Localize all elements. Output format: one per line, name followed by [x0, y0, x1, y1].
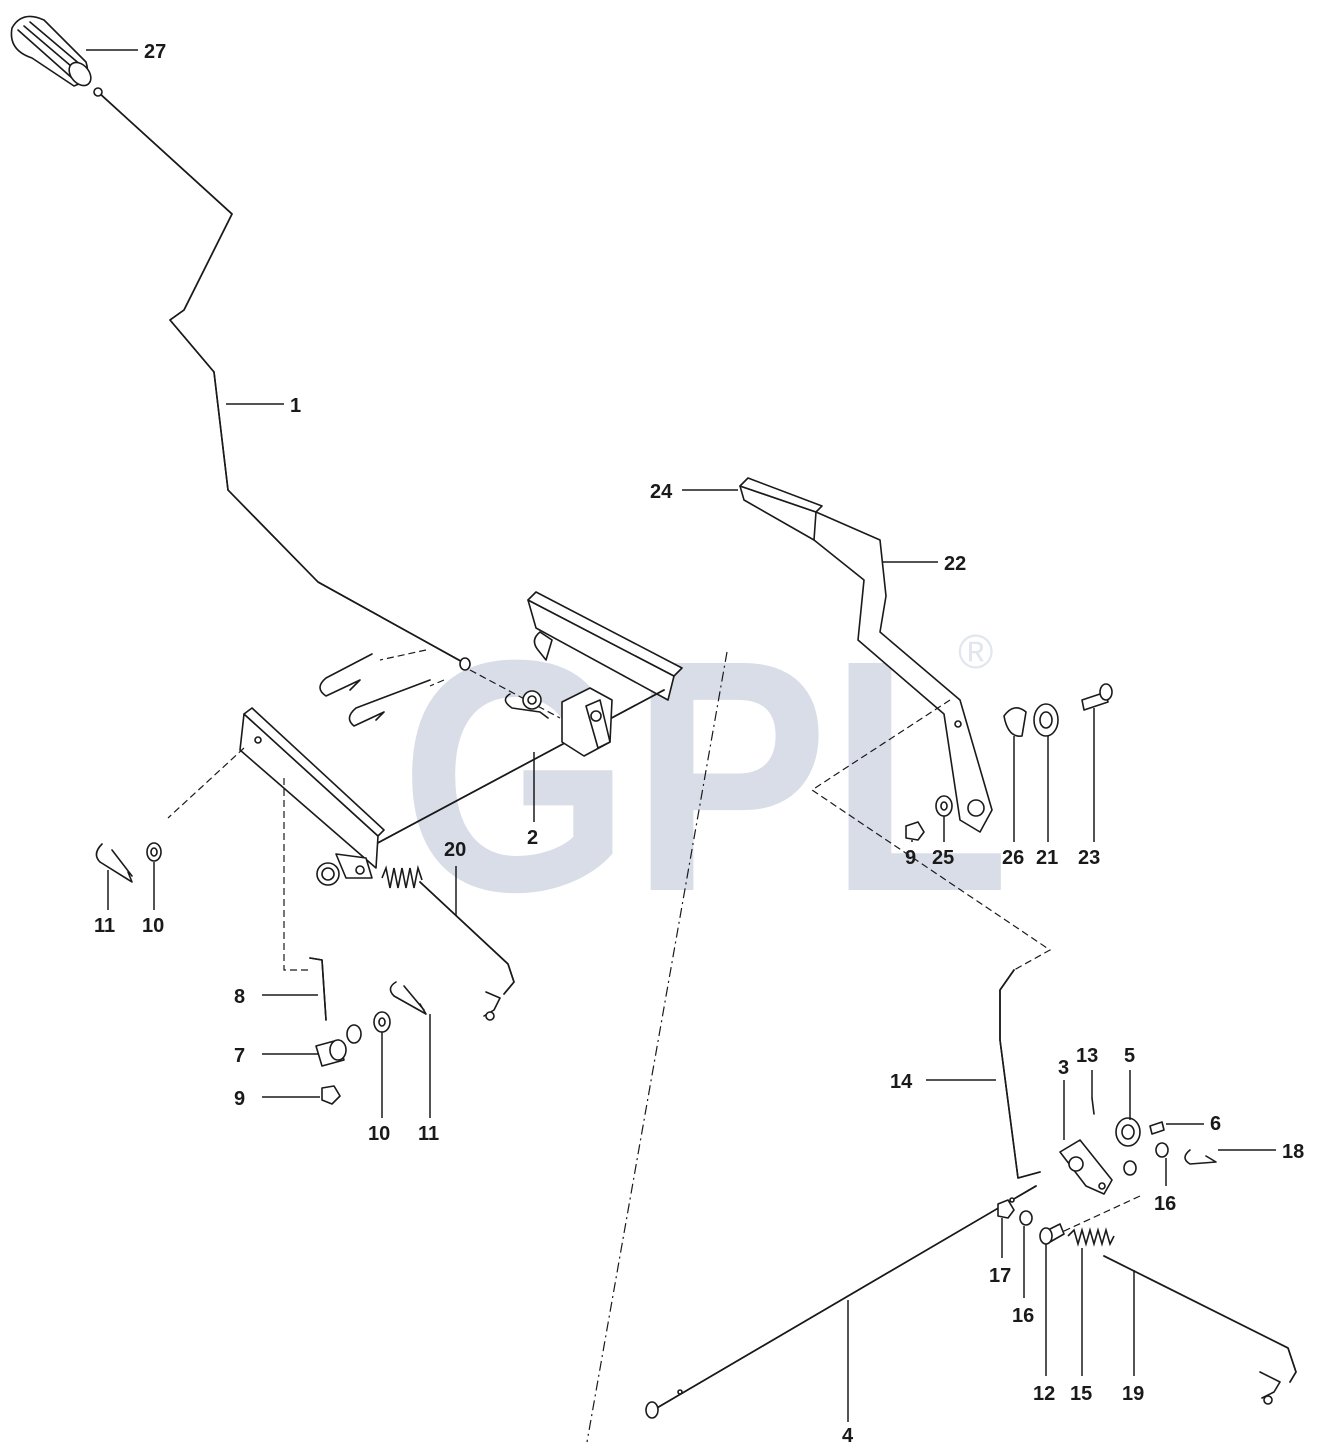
callout-22: 22 — [944, 553, 966, 575]
callout-27: 27 — [144, 41, 166, 63]
callout-19: 19 — [1122, 1383, 1144, 1405]
hardware-left-upper — [95, 842, 162, 883]
callout-6: 6 — [1210, 1113, 1221, 1135]
callout-3: 3 — [1058, 1057, 1069, 1079]
callout-11-left: 11 — [94, 915, 115, 937]
part-1-lift-lever — [93, 87, 471, 671]
part-2-lift-shaft — [167, 591, 683, 971]
callout-7: 7 — [234, 1045, 245, 1067]
callout-5: 5 — [1124, 1045, 1135, 1067]
callout-21: 21 — [1036, 847, 1058, 869]
hardware-left-lower — [309, 957, 427, 1105]
hardware-right-upper — [810, 683, 1113, 971]
callout-20: 20 — [444, 839, 466, 861]
hardware-bottom-right — [997, 1199, 1297, 1405]
part-20-spring-rod — [381, 864, 515, 1021]
part-27-grip — [10, 15, 92, 87]
callout-labels: 27 1 24 22 2 20 11 10 8 7 9 10 11 9 25 2… — [94, 41, 1304, 1444]
part-22-control-lever — [739, 477, 993, 833]
callout-10-lower: 10 — [368, 1123, 390, 1145]
callout-24: 24 — [650, 481, 673, 503]
callout-18: 18 — [1282, 1141, 1304, 1163]
hairpin-clips-upper — [319, 649, 561, 727]
callout-2: 2 — [527, 827, 538, 849]
callout-15: 15 — [1070, 1383, 1092, 1405]
callout-26: 26 — [1002, 847, 1024, 869]
callout-4: 4 — [842, 1425, 854, 1444]
part-4-cross-shaft — [645, 1185, 1037, 1419]
leader-lines — [86, 49, 1276, 1422]
callout-16-lower: 16 — [1012, 1305, 1034, 1327]
callout-10-left: 10 — [142, 915, 164, 937]
hardware-right-lower — [1059, 1097, 1217, 1233]
callout-12: 12 — [1033, 1383, 1055, 1405]
callout-14: 14 — [890, 1071, 913, 1093]
callout-1: 1 — [290, 395, 301, 417]
callout-11-lower: 11 — [418, 1123, 439, 1145]
callout-16-upper: 16 — [1154, 1193, 1176, 1215]
watermark-registered-mark: ® — [958, 626, 993, 679]
callout-9-left: 9 — [234, 1088, 245, 1110]
part-14-link-rod — [999, 969, 1041, 1179]
assembly-centerline — [586, 651, 728, 1443]
callout-25: 25 — [932, 847, 954, 869]
callout-23: 23 — [1078, 847, 1100, 869]
callout-9-right: 9 — [905, 847, 916, 869]
callout-17: 17 — [989, 1265, 1011, 1287]
callout-8: 8 — [234, 986, 245, 1008]
callout-13: 13 — [1076, 1045, 1098, 1067]
